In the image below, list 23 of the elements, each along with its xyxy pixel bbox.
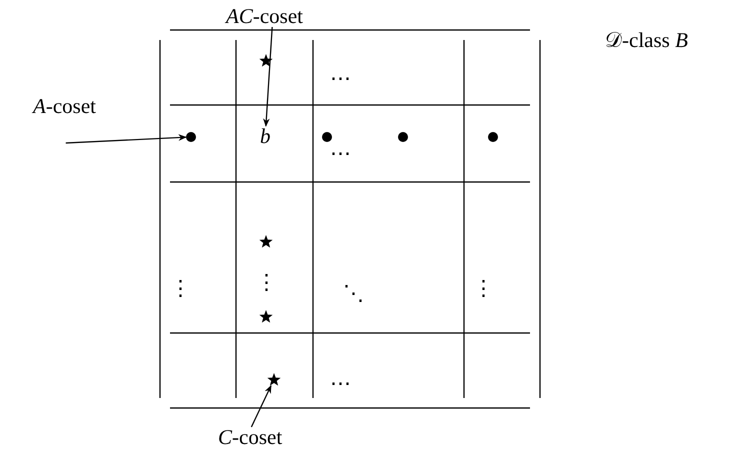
ellipsis: ⋮ bbox=[170, 278, 191, 299]
leader-arrow bbox=[263, 26, 273, 127]
ellipsis: ⋮ bbox=[256, 272, 277, 293]
star-mark bbox=[267, 373, 281, 386]
coset-label: C-coset bbox=[218, 427, 282, 448]
dot-mark bbox=[488, 132, 498, 142]
star-mark bbox=[259, 235, 273, 248]
ellipsis: ⋯ bbox=[330, 68, 351, 89]
star-mark bbox=[259, 310, 273, 323]
ellipsis: ⋯ bbox=[330, 143, 351, 164]
coset-label: AC-coset bbox=[226, 6, 303, 27]
class-label: 𝒟-class B bbox=[605, 30, 688, 51]
ellipsis: ⋱ bbox=[343, 283, 364, 304]
ellipsis: ⋮ bbox=[473, 278, 494, 299]
dot-mark bbox=[398, 132, 408, 142]
element-label: b bbox=[260, 126, 270, 147]
ellipsis: ⋯ bbox=[330, 373, 351, 394]
leader-arrow bbox=[250, 384, 272, 428]
coset-label: A-coset bbox=[33, 96, 96, 143]
dot-mark bbox=[186, 132, 196, 142]
star-mark bbox=[259, 54, 273, 67]
leader-arrow bbox=[66, 134, 187, 144]
dot-mark bbox=[322, 132, 332, 142]
